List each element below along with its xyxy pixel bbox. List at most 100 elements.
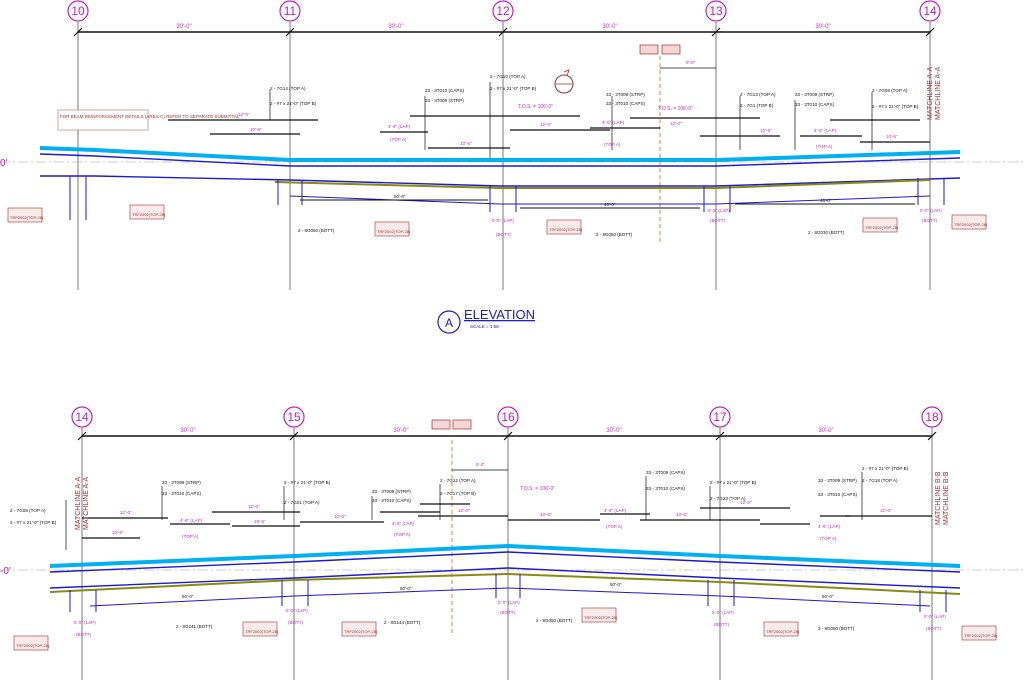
lap-label: (BOTT) bbox=[496, 232, 511, 237]
mid-dim: 9'-0" bbox=[476, 462, 485, 467]
callout: 33 - 3T009 (STRP) bbox=[162, 480, 201, 485]
matchline-label: MATCHLINE A-A bbox=[83, 477, 90, 530]
callout: 2 - 7G10 (TOP A) bbox=[490, 74, 526, 79]
lap-label: (TOP A) bbox=[390, 137, 407, 142]
mid-dim: 10'-6" bbox=[250, 127, 262, 132]
bottom-span-dimensions: 30'-0" 30'-0" 30'-0" 30'-0" bbox=[77, 428, 937, 441]
callout: 33 - 3T009 (STRP) bbox=[425, 98, 464, 103]
lap-label: (TOP A) bbox=[394, 532, 411, 537]
callout: 2 - #7 x 21'-0" (TOP B) bbox=[872, 104, 919, 109]
tag-label: TRF2002(TOP-28) bbox=[954, 222, 988, 227]
span-dim: 30'-0" bbox=[176, 24, 191, 30]
top-mid-dims: 12'-0" 10'-6" 10'-6" 12'-0" 12'-0" 10'-6… bbox=[238, 60, 898, 146]
mid-dim: 12'-0" bbox=[740, 500, 752, 505]
span-dim: 30'-0" bbox=[606, 428, 621, 434]
callout: 2 - #7 x 21'-0" (TOP B) bbox=[284, 480, 331, 485]
grid-bubble-label: 10 bbox=[71, 4, 85, 18]
callout: 33 - 3T010 (CAPS) bbox=[372, 498, 412, 503]
callout: 33 - 3T010 (CAPS) bbox=[425, 88, 465, 93]
top-leaders bbox=[269, 82, 873, 160]
bott-dim: 50'-0" bbox=[394, 194, 406, 199]
mid-dim: 10'-6" bbox=[676, 512, 688, 517]
callout: 2 - 7G01 (TOP A) bbox=[284, 500, 320, 505]
lap-label: 4'-6" (LAP) bbox=[602, 120, 625, 125]
span-dim: 30'-0" bbox=[815, 24, 830, 30]
tag-label: TRF2002(TOP-28) bbox=[245, 629, 279, 634]
bottom-gridlines bbox=[81, 428, 933, 680]
mid-dim: 10'-6" bbox=[460, 141, 472, 146]
lap-label: (BOTT) bbox=[76, 632, 91, 637]
callout: 2 - 7G1 (TOP B) bbox=[740, 103, 774, 108]
tag-label: TRF2002(TOP-28) bbox=[132, 212, 166, 217]
span-dim: 30'-0" bbox=[818, 428, 833, 434]
callout: 33 - 3T010 (CAPS) bbox=[795, 102, 835, 107]
mid-dim: 10'-6" bbox=[112, 530, 124, 535]
mid-dim: 12'-0" bbox=[458, 508, 470, 513]
matchline-label: MATCHLINE B-B bbox=[935, 471, 942, 525]
bottom-lap-boxes: 5'-0" (LAP) (BOTT) 5'-0" (LAP) (BOTT) 5'… bbox=[74, 600, 946, 637]
bottom-rebar-bars bbox=[82, 503, 932, 539]
top-bottom-bars bbox=[300, 199, 915, 209]
elevation-title: A ELEVATION SCALE = 1:50 bbox=[437, 307, 535, 334]
top-lap-boxes: 5'-0" (LAP) (BOTT) 5'-0" (LAP) (BOTT) 5'… bbox=[492, 208, 942, 237]
lap-label: 5'-0" (LAP) bbox=[924, 614, 946, 619]
mid-dim: 10'-6" bbox=[254, 519, 266, 524]
mid-dim: 12'-0" bbox=[120, 510, 132, 515]
lap-label: 5'-0" (LAP) bbox=[712, 610, 734, 615]
callout: 2 - 7G08 (TOP A) bbox=[10, 508, 46, 513]
span-dim: 30'-0" bbox=[388, 24, 403, 30]
mid-dim: 12'-0" bbox=[540, 122, 552, 127]
callout: 2 - #7 x 21'-0" (TOP B) bbox=[490, 86, 537, 91]
elevation-scale: SCALE = 1:50 bbox=[470, 324, 499, 329]
top-lap-labels: 4'-6" (LAP) (TOP A) 4'-6" (LAP) (TOP A) … bbox=[388, 120, 837, 149]
callout: 2 - 7G18 (TOP A) bbox=[862, 478, 898, 483]
tag-label: TRF2002(TOP-28) bbox=[549, 227, 583, 232]
callout: 33 - 3T010 (CAPS) bbox=[606, 101, 646, 106]
top-elevation: 10 11 12 13 14 30'-0" 30'-0" 30'-0" 30'-… bbox=[0, 0, 1024, 334]
callout: 2 - #7 x 21'-0" (TOP B) bbox=[710, 480, 757, 485]
callout: 33 - 3T010 (CAPS) bbox=[818, 492, 858, 497]
top-beam bbox=[39, 146, 961, 205]
lap-label: 4'-6" (LAP) bbox=[388, 124, 411, 129]
tag-label: TRF2002(TOP-28) bbox=[344, 629, 378, 634]
callout: 33 - 3T009 (STRP) bbox=[372, 489, 411, 494]
tag-label: TRF2002(TOP-28) bbox=[10, 215, 44, 220]
grid-bubble-label: 16 bbox=[501, 410, 515, 424]
rebar-note: FOR BEAM REINFORCEMENT DETAILS (AREA-C) … bbox=[57, 109, 240, 131]
bott-dim: 40'-0" bbox=[820, 198, 832, 203]
top-tags: TRF2002(TOP-28) TRF2002(TOP-28) TRF2002(… bbox=[7, 204, 988, 237]
grid-bubble-label: 13 bbox=[709, 4, 723, 18]
elevation-label: ELEVATION bbox=[464, 307, 535, 322]
elevation-letter: A bbox=[445, 316, 453, 330]
lap-label: (TOP A) bbox=[604, 142, 621, 147]
callout: 33 - 3T009 (CAPS) bbox=[646, 470, 686, 475]
bottom-supports bbox=[69, 574, 947, 612]
callout: 33 - 3T009 (STRP) bbox=[795, 92, 834, 97]
callout: 2 - #7 x 21'-0" (TOP B) bbox=[862, 466, 909, 471]
mid-dim: 9'-0" bbox=[686, 60, 696, 65]
bottom-tags: TRF2002(TOP-28) TRF2002(TOP-28) TRF2002(… bbox=[13, 607, 998, 651]
mid-dim: 12'-0" bbox=[880, 508, 892, 513]
tag-label: TRF2002(TOP-28) bbox=[584, 615, 618, 620]
lap-label: (TOP A) bbox=[606, 524, 623, 529]
bott-dim: 50'-0" bbox=[822, 594, 834, 599]
lap-label: 5'-0" (LAP) bbox=[74, 620, 96, 625]
lap-label: (TOP A) bbox=[182, 534, 199, 539]
span-dim: 30'-0" bbox=[602, 24, 617, 30]
lap-label: 5'-0" (LAP) bbox=[492, 218, 514, 223]
bottom-mid-dims: 12'-0" 10'-6" 12'-0" 10'-6" 12'-0" 12'-0… bbox=[112, 500, 892, 535]
bottom-elevation: 14 15 16 17 18 30'-0" 30'-0" 30'-0" 30'-… bbox=[0, 406, 1024, 680]
bottom-beam bbox=[49, 543, 961, 607]
tag-label: TRF2002(TOP-28) bbox=[964, 633, 998, 638]
level-label: -0' bbox=[0, 566, 11, 577]
lap-label: 4'-6" (LAP) bbox=[604, 508, 627, 513]
bott-callout: 2 - 8G144 (BOTT) bbox=[384, 620, 421, 625]
top-bott-callouts: 2 - 8G050 (BOTT) 2 - 8G050 (BOTT) 2 - 8G… bbox=[298, 194, 845, 237]
tos-label: T.O.S. = 106'-0" bbox=[658, 106, 693, 112]
lap-label: 4'-6" (LAP) bbox=[180, 518, 203, 523]
mid-dim: 10'-6" bbox=[540, 512, 552, 517]
bott-callout: 2 - 8G030 (BOTT) bbox=[808, 230, 845, 235]
lap-label: 4'-6" (LAP) bbox=[818, 524, 841, 529]
bott-dim: 40'-0" bbox=[604, 202, 616, 207]
bott-callout: 2 - 8G241 (BOTT) bbox=[176, 624, 213, 629]
